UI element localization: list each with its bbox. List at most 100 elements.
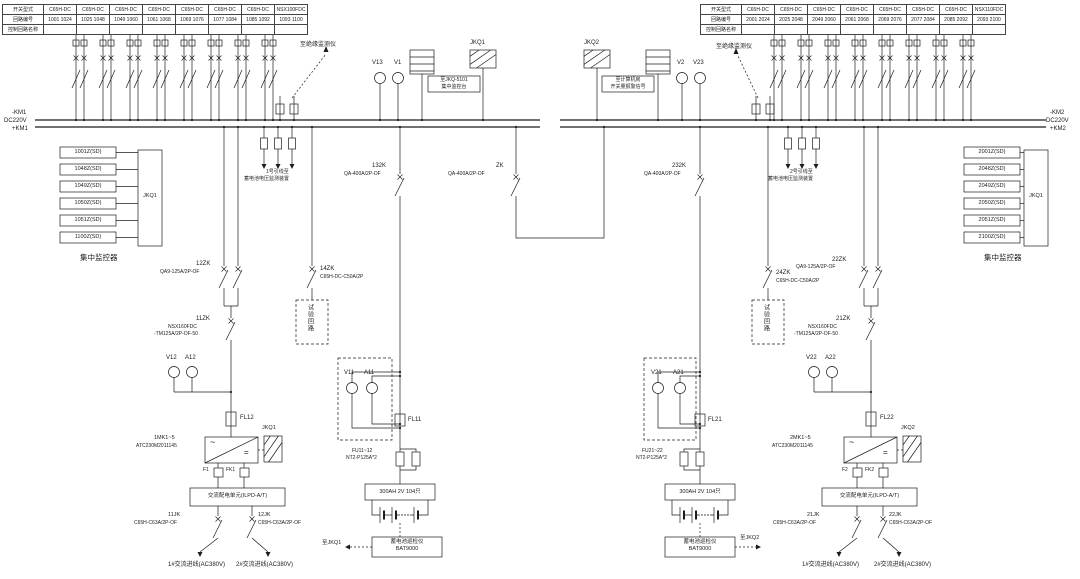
signal-2001z: 2001Z(SD) [978, 148, 1006, 155]
k232-spec: QA-400A/2P-OF [644, 171, 681, 177]
f2-label: F2 [842, 467, 848, 473]
battery-string-2 [643, 127, 756, 558]
charger-dc-symbol-1: = [244, 448, 249, 457]
jkq1-interface-box [263, 435, 283, 463]
monitor-caption-right: 集中监控器 [984, 253, 1022, 262]
bus-label-dc220v-left: DC220V [4, 118, 27, 124]
jkq2-charger-label: JKQ2 [901, 425, 915, 431]
signal-1051z: 1051Z(SD) [74, 216, 102, 223]
zk14-spec: C65H-DC-C50A/2P [320, 274, 364, 280]
signal-1050z: 1050Z(SD) [74, 199, 102, 206]
zk21-label: 21ZK [836, 316, 851, 322]
charger-ac-symbol-2: ~ [849, 437, 855, 447]
battery-string-1 [337, 127, 443, 558]
zk24-label: 24ZK [776, 270, 791, 276]
fuse-fu22 [679, 451, 689, 467]
shunt-fl22 [865, 411, 877, 427]
zk21-spec1: NSX160FDC [808, 324, 837, 330]
fl12-label: FL12 [240, 415, 254, 421]
mk2-label: 2MK1~5 [790, 435, 811, 441]
jkq2-top-label: JKQ2 [584, 40, 600, 46]
a11-label: A11 [364, 370, 375, 376]
signal-2100z: 2100Z(SD) [978, 233, 1006, 240]
battery-box-1 [364, 483, 436, 501]
a12-label: A12 [185, 355, 196, 361]
jkq-cabinet-label-right: JKQ1 [1029, 193, 1043, 199]
bus-label-pos-km2: +KM2 [1050, 126, 1066, 132]
ac-in-2-left: 2#交流进线(AC380V) [236, 562, 294, 568]
fu1-label: FU11~12 [352, 448, 373, 454]
ac-distribution-unit-2 [821, 487, 918, 507]
k132-spec: QA-400A/2P-OF [344, 171, 381, 177]
k232-label: 232K [672, 163, 687, 169]
v1-label: V1 [394, 60, 402, 66]
tap-caption-left-2: 蓄电池电压监测装置 [244, 176, 290, 182]
battery-box-label-1: 300AH 2V 104只 [379, 488, 421, 495]
a21-label: A21 [673, 370, 684, 376]
bus-label-pos-km1: +KM1 [12, 126, 28, 132]
fu1-spec: NT2-P125A*2 [346, 455, 377, 461]
tap-caption-right-1: 2号引线至 [790, 169, 813, 175]
fl11-label: FL11 [408, 417, 422, 423]
link-box-left [427, 75, 481, 93]
battery-monitor-name-2: 蓄电池巡检仪 [683, 538, 717, 545]
battery-monitor-name-1: 蓄电池巡检仪 [390, 538, 424, 545]
test-circuit-label-right: 试验回路 [762, 304, 769, 332]
jkq1-charger-label: JKQ1 [262, 425, 276, 431]
link-line1-left: 至JKQ-5101 [440, 76, 468, 83]
bus-tie-breaker-zk [515, 127, 605, 239]
ac-in-1-right: 1#交流进线(AC380V) [802, 562, 860, 568]
zk24-spec: C65H-DC-C50A/2P [776, 278, 820, 284]
signal-1100z: 1100Z(SD) [74, 233, 102, 240]
k132-label: 132K [372, 163, 387, 169]
signal-2048z: 2048Z(SD) [978, 165, 1006, 172]
test-circuit-right [751, 127, 785, 345]
jk21-label: 21JK [807, 512, 820, 518]
zk-label: ZK [496, 163, 504, 169]
fuse-f1 [213, 467, 224, 478]
jk22-spec: C65H-C63A/2P-OF [889, 520, 933, 526]
v23-label: V23 [693, 60, 704, 66]
fk2-label: FK2 [865, 467, 875, 473]
jkq-cabinet-label-left: JKQ1 [143, 193, 157, 199]
meter-panel-1 [337, 357, 393, 441]
voltmeter-v13 [374, 72, 386, 84]
signal-2050z: 2050Z(SD) [978, 199, 1006, 206]
charger-dc-symbol-2: = [883, 448, 888, 457]
top-instruments-right [583, 49, 706, 120]
v13-label: V13 [372, 60, 383, 66]
jk11-spec: C65H-C63A/2P-OF [134, 520, 178, 526]
battery-box-2 [664, 483, 736, 501]
insulation-monitor-taps-left [275, 53, 327, 120]
bus-label-neg-km2: -KM2 [1050, 110, 1065, 116]
to-jkq2-label: 至JKQ2 [740, 535, 760, 541]
v2-label: V2 [677, 60, 685, 66]
charger-chain-1 [168, 127, 286, 553]
signal-2049z: 2049Z(SD) [978, 182, 1006, 189]
jkq2-interface-box [902, 435, 922, 463]
fuse-f2 [852, 467, 863, 478]
charger-ac-symbol-1: ~ [210, 437, 216, 447]
fuse-fu11 [395, 451, 405, 467]
jk22-label: 22JK [889, 512, 902, 518]
link-line2-left: 集中监控台 [441, 83, 467, 90]
zk14-label: 14ZK [320, 266, 335, 272]
tap-caption-left-1: 1号引线至 [266, 169, 289, 175]
ac-distribution-unit-1 [189, 487, 286, 507]
jk21-spec: C65H-C63A/2P-OF [773, 520, 817, 526]
zk11-spec1: NSX160FDC [168, 324, 197, 330]
fuse-fu21 [695, 451, 705, 467]
dc-bus-left [35, 119, 540, 128]
jk11-label: 11JK [168, 512, 181, 518]
fuse-fk2 [878, 467, 889, 478]
meter-panel-2 [643, 357, 697, 441]
battery-box-label-2: 300AH 2V 104只 [679, 488, 721, 495]
fuse-fk1 [239, 467, 250, 478]
zk11-spec2: -TM125A/2P-OF-50 [154, 331, 198, 337]
jk12-label: 12JK [258, 512, 271, 518]
v22-label: V22 [806, 355, 817, 361]
signal-1001z: 1001Z(SD) [74, 148, 102, 155]
shunt-fl11 [394, 413, 406, 427]
v12-label: V12 [166, 355, 177, 361]
